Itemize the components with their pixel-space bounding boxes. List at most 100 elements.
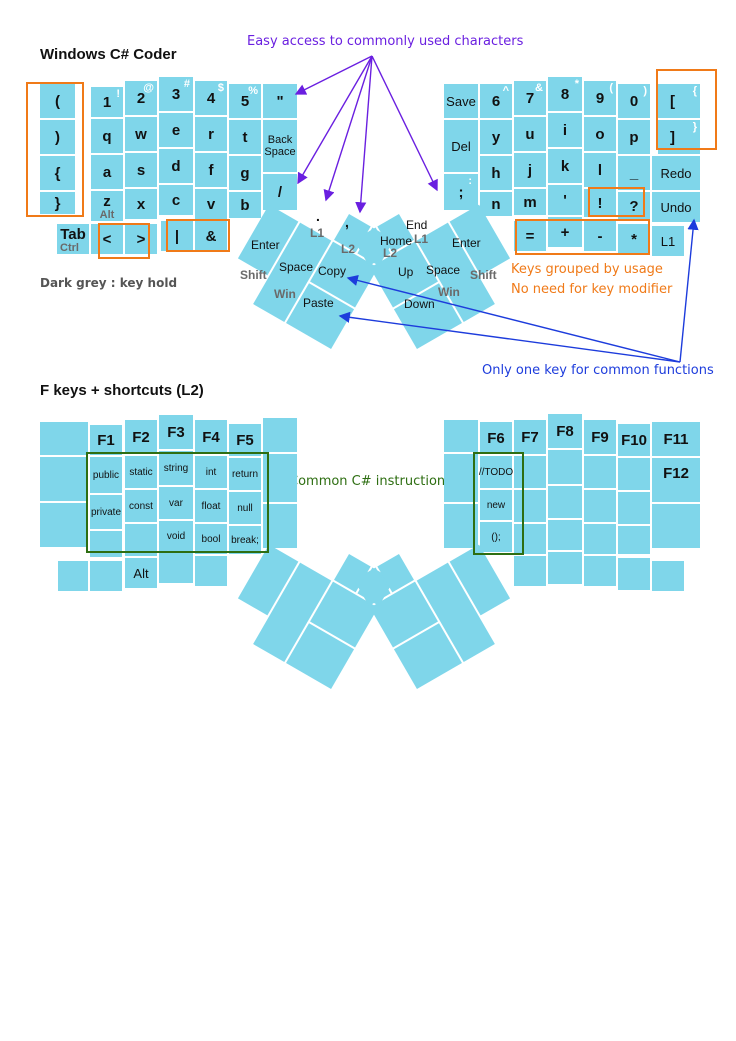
l2-key-blank — [514, 556, 546, 586]
l2-key-blank — [444, 504, 478, 548]
arrow-to-dot — [323, 55, 373, 202]
label-l2-right: L2 — [383, 246, 398, 260]
key-c: c — [159, 185, 193, 215]
key-f5: F5 — [229, 424, 261, 456]
key-alt: Alt — [125, 558, 157, 588]
key-h: h — [480, 156, 512, 190]
key-save: Save — [444, 84, 478, 118]
key-call-parens: (); — [480, 522, 512, 552]
key-float: float — [195, 490, 227, 522]
box-operators — [515, 219, 650, 255]
key-backspace: Back Space — [263, 120, 297, 172]
label-copy: Copy — [318, 264, 347, 278]
l2-key-blank — [514, 524, 546, 554]
key-slash: / — [263, 174, 297, 210]
box-pipe-amp — [166, 219, 230, 252]
key-apostrophe: ' — [548, 185, 582, 215]
key-f8: F8 — [548, 414, 582, 448]
key-m: m — [514, 189, 546, 215]
label-up: Up — [398, 265, 414, 279]
key-b: b — [229, 192, 261, 218]
key-o: o — [584, 117, 616, 151]
label-enter-left: Enter — [251, 238, 280, 252]
key-del: Del — [444, 120, 478, 172]
label-comma: , — [345, 214, 349, 230]
arrow-to-copy — [346, 274, 681, 363]
key-d: d — [159, 149, 193, 183]
label-space-left: Space — [279, 260, 314, 274]
key-w: w — [125, 117, 157, 151]
label-shift-right: Shift — [470, 268, 497, 282]
l2-key-blank — [58, 561, 88, 591]
label-dot: . — [316, 208, 320, 224]
key-double-quote: " — [263, 84, 297, 118]
l2-key-blank — [514, 490, 546, 522]
l2-key-blank — [263, 418, 297, 452]
l2-key-blank — [618, 558, 650, 590]
box-parens-braces — [26, 82, 84, 217]
key-ampersand: & — [195, 221, 227, 251]
key-asterisk: * — [618, 224, 650, 254]
arrow-to-undo — [679, 218, 699, 363]
label-paste: Paste — [303, 296, 334, 310]
key-f1: F1 — [90, 425, 122, 455]
label-dot-hold: L1 — [310, 226, 325, 240]
key-public: public — [90, 457, 122, 493]
key-i: i — [548, 113, 582, 147]
l2-key-blank — [159, 553, 193, 583]
one-key-note: Only one key for common functions — [482, 363, 714, 378]
key-f2: F2 — [125, 420, 157, 454]
key-f9: F9 — [584, 420, 616, 454]
key-1: 1! — [91, 87, 123, 117]
key-bool: bool — [195, 524, 227, 554]
label-win-left: Win — [274, 287, 296, 301]
key-l: l — [584, 153, 616, 187]
key-g: g — [229, 156, 261, 190]
label-comma-hold: L2 — [341, 242, 356, 256]
key-close-paren: ) — [40, 120, 75, 154]
key-q: q — [91, 119, 123, 153]
key-f3: F3 — [159, 415, 193, 449]
arrow-to-paste — [338, 311, 681, 363]
key-static: static — [125, 456, 157, 488]
key-redo: Redo — [652, 156, 700, 190]
key-a: a — [91, 155, 123, 189]
key-y: y — [480, 120, 512, 154]
key-less-than: < — [91, 224, 123, 254]
l2-key-blank — [444, 454, 478, 502]
l2-key-blank — [40, 503, 88, 547]
arrow-to-quote — [294, 55, 373, 95]
csharp-note: Common C# instructions — [289, 474, 452, 489]
key-string: string — [159, 451, 193, 485]
l2-key-blank — [90, 561, 122, 591]
key-greater-than: > — [125, 224, 157, 254]
key-void: void — [159, 521, 193, 551]
key-open-bracket: [{ — [658, 84, 700, 118]
l2-key-blank — [548, 520, 582, 550]
l2-key-blank — [618, 492, 650, 524]
box-excl-question — [588, 187, 645, 217]
l2-key-blank — [584, 456, 616, 488]
no-modifier-note: No need for key modifier — [511, 282, 673, 297]
key-3: 3# — [159, 77, 193, 111]
key-8: 8* — [548, 77, 582, 111]
l2-key-blank — [548, 486, 582, 518]
box-csharp-right — [473, 452, 524, 555]
key-int: int — [195, 456, 227, 488]
key-const: const — [125, 490, 157, 522]
l2-key-blank — [125, 524, 157, 556]
label-win-right: Win — [438, 285, 460, 299]
key-f12: F12 — [652, 458, 700, 502]
key-u: u — [514, 117, 546, 151]
key-f7: F7 — [514, 420, 546, 454]
l2-key-blank — [444, 420, 478, 452]
key-undo: Undo — [652, 192, 700, 222]
box-brackets — [656, 69, 717, 150]
label-l1-right: L1 — [414, 232, 429, 246]
key-semicolon: ;: — [444, 174, 478, 210]
key-j: j — [514, 153, 546, 187]
key-equals: = — [514, 221, 546, 251]
dark-grey-note: Dark grey : key hold — [40, 276, 178, 290]
